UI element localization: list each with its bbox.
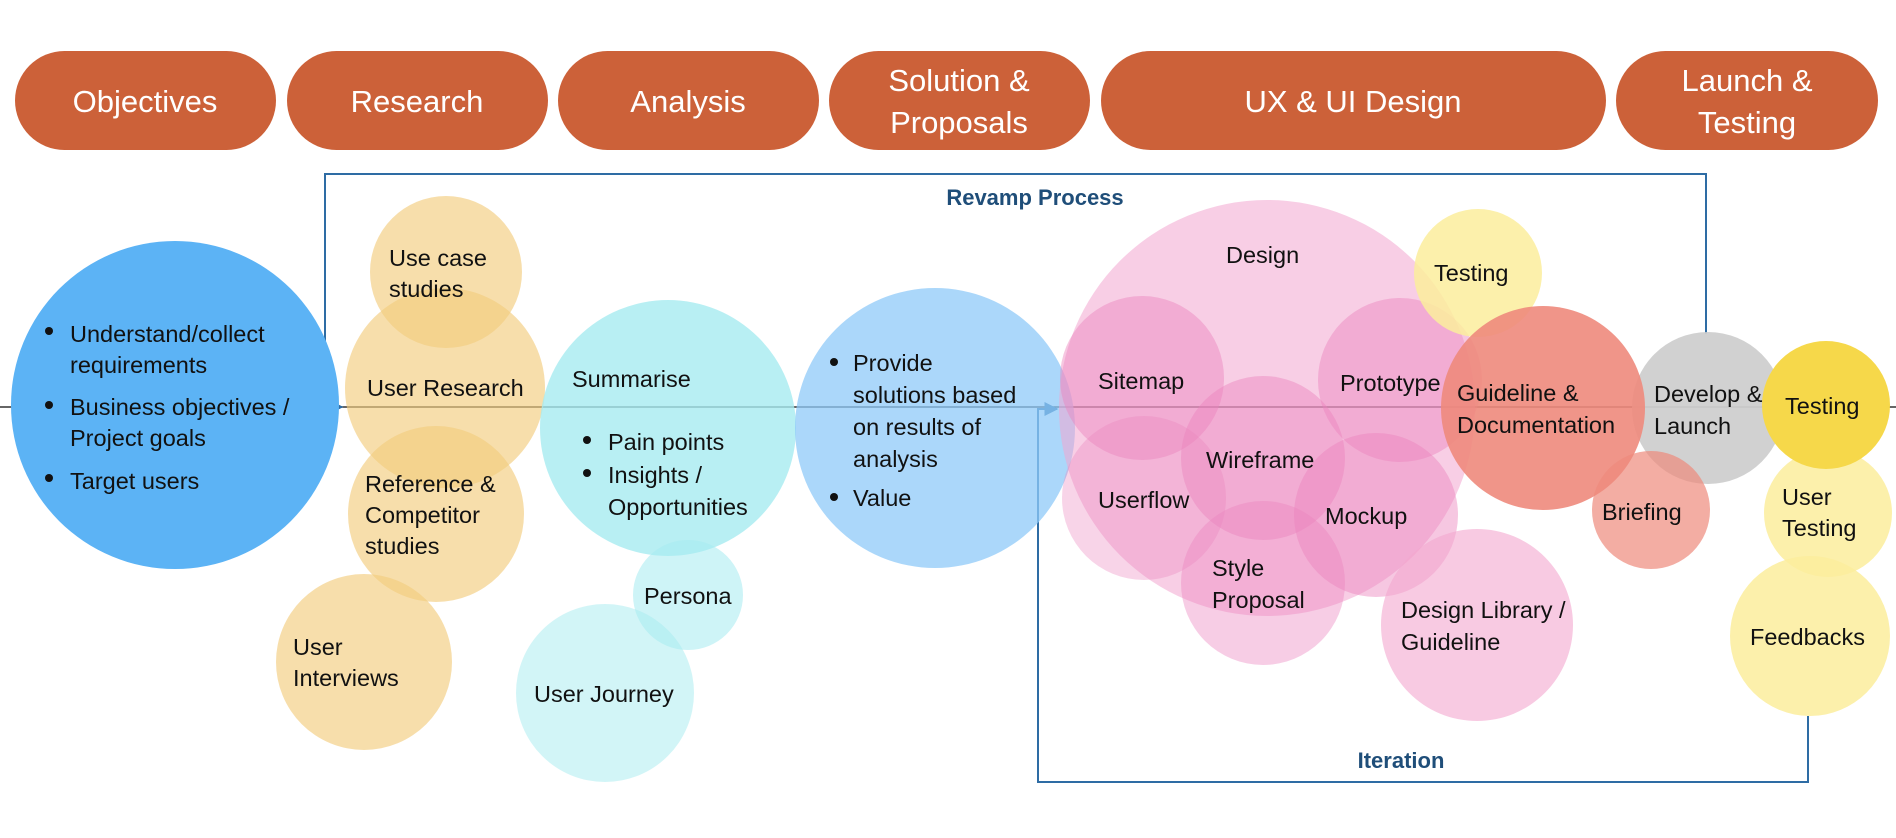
bullet-dot — [45, 474, 53, 482]
feedbacks-label: Feedbacks — [1750, 624, 1865, 650]
design-testing-circle — [1414, 209, 1542, 337]
solution-circle — [795, 288, 1075, 568]
bullet-dot — [830, 358, 838, 366]
phase-label-ux-ui-design: UX & UI Design — [1244, 84, 1461, 119]
analysis-bullet-2: Insights /Opportunities — [608, 462, 748, 520]
wireframe-label: Wireframe — [1206, 447, 1314, 473]
bullet-dot — [583, 469, 591, 477]
phase-label-objectives: Objectives — [73, 84, 218, 119]
launch-testing-label: Testing — [1785, 393, 1859, 419]
objectives-circle — [11, 241, 339, 569]
design-big-circle — [1059, 200, 1475, 616]
bullet-dot — [583, 436, 591, 444]
user-interviews-circle — [276, 574, 452, 750]
persona-label: Persona — [644, 583, 732, 609]
iteration-label: Iteration — [1358, 748, 1445, 773]
feedbacks-circle — [1730, 556, 1890, 716]
objectives-bullet-3: Target users — [70, 468, 199, 494]
phase-pill-solution — [829, 51, 1090, 150]
develop-launch-label: Develop &Launch — [1654, 381, 1763, 439]
design-library-label: Design Library /Guideline — [1401, 597, 1566, 655]
wireframe-circle — [1181, 376, 1345, 540]
phase-header-row: Objectives Research Analysis Solution &P… — [15, 51, 1878, 150]
reference-competitor-circle — [348, 426, 524, 602]
style-proposal-circle — [1181, 501, 1345, 665]
user-research-label: User Research — [367, 375, 524, 401]
prototype-label: Prototype — [1340, 370, 1441, 396]
user-journey-circle — [516, 604, 694, 782]
userflow-label: Userflow — [1098, 487, 1190, 513]
briefing-circle — [1592, 451, 1710, 569]
design-label: Design — [1226, 242, 1299, 268]
summarise-label: Summarise — [572, 366, 691, 392]
phase-label-launch-testing: Launch &Testing — [1682, 63, 1813, 140]
phase-pill-analysis — [558, 51, 819, 150]
bullet-dot — [45, 401, 53, 409]
design-testing-label: Testing — [1434, 260, 1508, 286]
launch-cluster: Guideline &Documentation Develop &Launch… — [1441, 306, 1892, 716]
sitemap-circle — [1060, 296, 1224, 460]
phase-pill-objectives — [15, 51, 276, 150]
analysis-bullet-1: Pain points — [608, 429, 724, 455]
revamp-process-label: Revamp Process — [946, 185, 1123, 210]
briefing-label: Briefing — [1602, 499, 1682, 525]
use-case-studies-circle — [370, 196, 522, 348]
analysis-cluster: Summarise Pain points Insights /Opportun… — [516, 300, 796, 782]
phase-pill-launch-testing — [1616, 51, 1878, 150]
mockup-label: Mockup — [1325, 503, 1407, 529]
sitemap-label: Sitemap — [1098, 368, 1184, 394]
summarise-circle — [540, 300, 796, 556]
user-journey-label: User Journey — [534, 681, 674, 707]
phase-pill-research — [287, 51, 548, 150]
phase-label-analysis: Analysis — [630, 84, 745, 119]
user-testing-circle — [1764, 449, 1892, 577]
guideline-documentation-label: Guideline &Documentation — [1457, 380, 1615, 438]
persona-circle — [633, 540, 743, 650]
design-library-circle — [1381, 529, 1573, 721]
guideline-documentation-circle — [1441, 306, 1645, 510]
bullet-dot — [45, 327, 53, 335]
phase-label-research: Research — [351, 84, 484, 119]
bullet-dot — [830, 493, 838, 501]
phase-pill-ux-ui-design — [1101, 51, 1606, 150]
develop-launch-circle — [1632, 332, 1784, 484]
userflow-circle — [1062, 416, 1226, 580]
solution-bullet-2: Value — [853, 485, 911, 511]
prototype-circle — [1318, 298, 1482, 462]
design-cluster: Design Sitemap Prototype Wireframe Userf… — [1059, 200, 1573, 721]
launch-testing-circle — [1762, 341, 1890, 469]
phase-label-solution: Solution &Proposals — [888, 63, 1030, 140]
objectives-bullet-2: Business objectives /Project goals — [70, 394, 290, 451]
